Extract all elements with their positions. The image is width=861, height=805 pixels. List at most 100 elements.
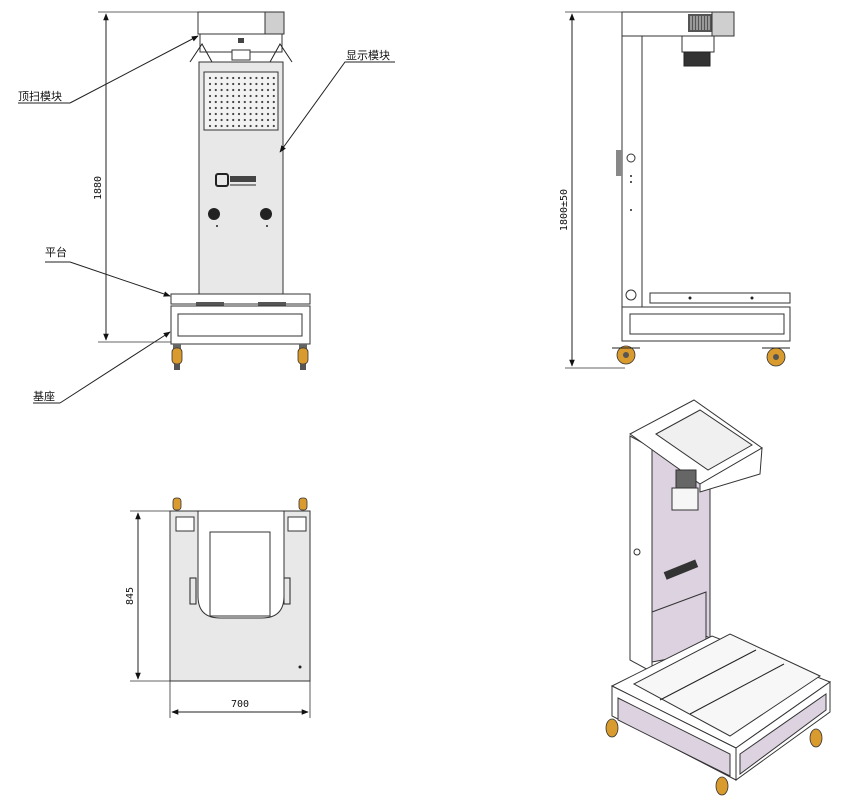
grille-hole (208, 106, 212, 110)
speaker-grille (208, 76, 275, 128)
grille-hole (272, 82, 275, 86)
grille-hole (243, 100, 246, 104)
grille-hole (220, 100, 223, 104)
grille-hole (243, 94, 246, 98)
grille-hole (214, 106, 217, 110)
grille-hole (208, 76, 212, 80)
grille-hole (208, 112, 212, 116)
grille-hole (249, 124, 252, 128)
grille-hole (232, 118, 235, 122)
grille-hole (272, 94, 275, 98)
grille-hole (243, 82, 246, 86)
grille-hole (208, 94, 212, 98)
grille-hole (249, 94, 252, 98)
grille-hole (261, 94, 264, 98)
grille-hole (232, 82, 235, 86)
grille-hole (214, 76, 217, 80)
grille-hole (243, 88, 246, 92)
grille-hole (214, 94, 217, 98)
grille-hole (255, 88, 258, 92)
label-base: 基座 (33, 389, 55, 403)
dim-front-height: 1880 (93, 176, 104, 200)
grille-hole (272, 88, 275, 92)
grille-hole (232, 124, 235, 128)
isometric-view (605, 399, 832, 796)
grille-hole (243, 106, 246, 110)
grille-hole (272, 106, 275, 110)
grille-hole (220, 76, 223, 80)
grille-hole (208, 82, 212, 86)
grille-hole (266, 94, 270, 98)
grille-hole (261, 112, 264, 116)
dim-top-depth: 845 (125, 587, 136, 605)
grille-hole (255, 76, 258, 80)
grille-hole (237, 112, 241, 116)
grille-hole (266, 88, 270, 92)
label-platform: 平台 (45, 245, 67, 259)
grille-hole (214, 100, 217, 104)
grille-hole (214, 118, 217, 122)
grille-hole (208, 124, 212, 128)
grille-hole (243, 118, 246, 122)
grille-hole (255, 100, 258, 104)
grille-hole (266, 106, 270, 110)
grille-hole (214, 82, 217, 86)
grille-hole (232, 76, 235, 80)
side-view: 1800±50 (559, 11, 791, 369)
grille-hole (266, 112, 270, 116)
grille-hole (226, 106, 229, 110)
grille-hole (266, 118, 270, 122)
grille-hole (214, 112, 217, 116)
grille-hole (232, 94, 235, 98)
grille-hole (272, 76, 275, 80)
grille-hole (220, 82, 223, 86)
grille-hole (261, 106, 264, 110)
grille-hole (255, 118, 258, 122)
grille-hole (237, 88, 241, 92)
grille-hole (272, 100, 275, 104)
grille-hole (261, 100, 264, 104)
grille-hole (237, 76, 241, 80)
grille-hole (232, 112, 235, 116)
grille-hole (266, 76, 270, 80)
grille-hole (261, 124, 264, 128)
grille-hole (237, 106, 241, 110)
grille-hole (232, 100, 235, 104)
grille-hole (249, 106, 252, 110)
grille-hole (208, 100, 212, 104)
grille-hole (255, 94, 258, 98)
grille-hole (220, 94, 223, 98)
grille-hole (249, 88, 252, 92)
grille-hole (208, 118, 212, 122)
grille-hole (237, 124, 241, 128)
grille-hole (255, 106, 258, 110)
grille-hole (261, 82, 264, 86)
grille-hole (249, 82, 252, 86)
label-display-module: 显示模块 (346, 49, 390, 62)
front-view: 1880 顶扫 (18, 11, 395, 404)
grille-hole (220, 88, 223, 92)
grille-hole (226, 112, 229, 116)
vent-slots (690, 16, 710, 30)
grille-hole (214, 88, 217, 92)
grille-hole (220, 118, 223, 122)
grille-hole (272, 118, 275, 122)
grille-hole (255, 112, 258, 116)
grille-hole (261, 76, 264, 80)
grille-hole (272, 112, 275, 116)
grille-hole (243, 112, 246, 116)
grille-hole (261, 118, 264, 122)
grille-hole (237, 82, 241, 86)
label-top-module: 顶扫模块 (18, 90, 62, 103)
grille-hole (249, 100, 252, 104)
dim-side-height: 1800±50 (559, 189, 570, 231)
grille-hole (226, 76, 229, 80)
grille-hole (226, 118, 229, 122)
grille-hole (249, 112, 252, 116)
grille-hole (232, 106, 235, 110)
grille-hole (232, 88, 235, 92)
grille-hole (249, 76, 252, 80)
grille-hole (266, 124, 270, 128)
grille-hole (208, 88, 212, 92)
grille-hole (220, 112, 223, 116)
